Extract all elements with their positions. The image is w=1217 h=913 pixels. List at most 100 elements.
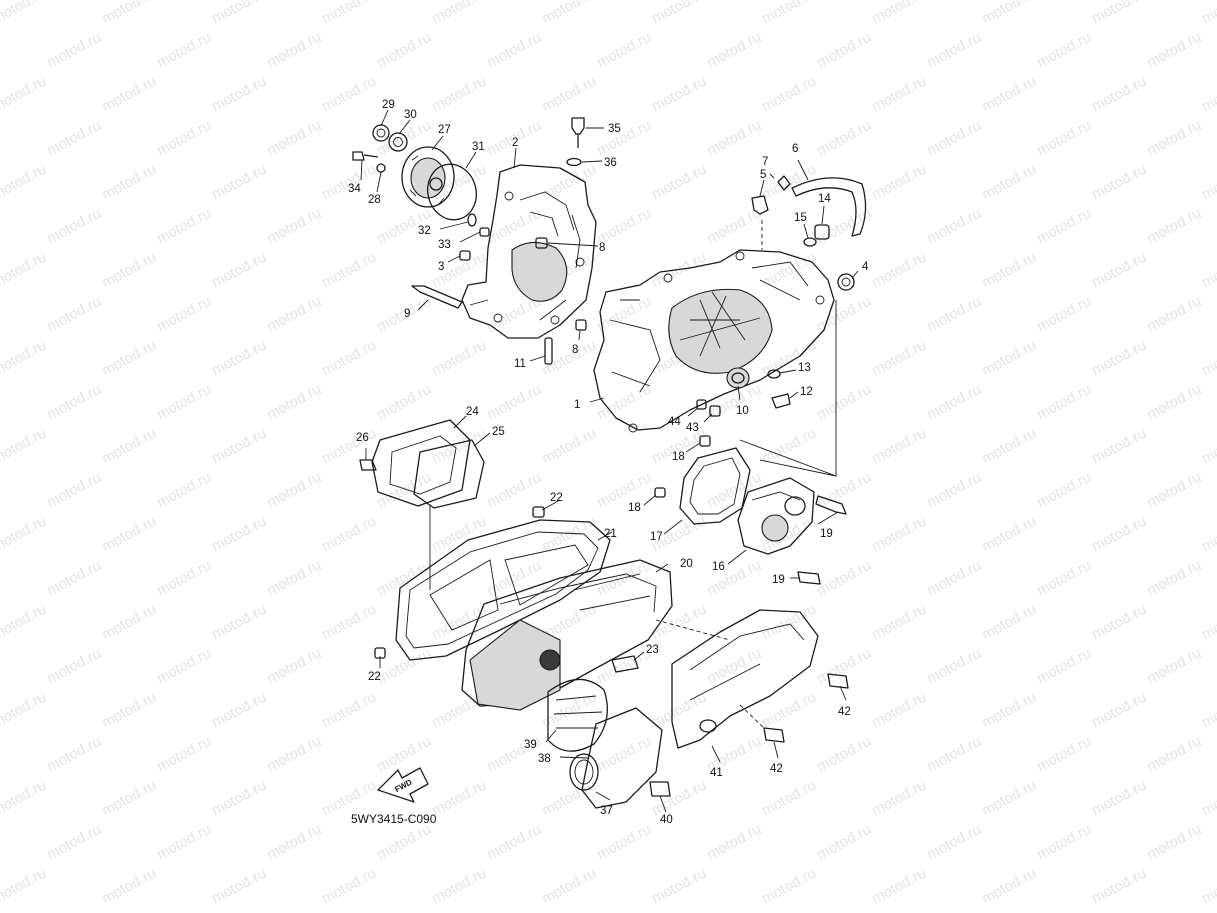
bolt-42-lower bbox=[763, 727, 785, 743]
cap-14 bbox=[814, 224, 830, 240]
duct-25 bbox=[413, 439, 485, 509]
callout-labels: 29 30 27 31 2 35 36 34 28 32 33 3 8 9 8 … bbox=[348, 99, 869, 826]
bolt-23 bbox=[611, 655, 639, 673]
bolt-26 bbox=[359, 459, 377, 471]
pump-cover-27 bbox=[401, 146, 455, 208]
callout-18-upper: 18 bbox=[672, 451, 685, 463]
stud-bolt-9 bbox=[411, 285, 463, 309]
callout-27: 27 bbox=[438, 124, 451, 136]
clip-7 bbox=[777, 175, 791, 191]
callout-39: 39 bbox=[524, 739, 537, 751]
callout-2: 2 bbox=[512, 137, 518, 149]
callout-18-lower: 18 bbox=[628, 502, 641, 514]
dowel-22-upper bbox=[532, 506, 545, 518]
diagram-code: 5WY3415-C090 bbox=[351, 812, 437, 826]
callout-22-upper: 22 bbox=[550, 492, 563, 504]
bolt-19-lower bbox=[797, 571, 821, 585]
callout-21: 21 bbox=[604, 528, 617, 540]
pin-11 bbox=[544, 337, 553, 365]
callout-30: 30 bbox=[404, 109, 417, 121]
callout-11: 11 bbox=[514, 358, 526, 370]
callout-33: 33 bbox=[438, 239, 451, 251]
callout-22-lower: 22 bbox=[368, 671, 381, 683]
callout-9: 9 bbox=[404, 308, 410, 320]
callout-3: 3 bbox=[438, 261, 444, 273]
bolt-43 bbox=[709, 405, 721, 417]
dowel-18-lower bbox=[654, 487, 666, 498]
washer-13 bbox=[767, 369, 781, 379]
assembly-lines bbox=[429, 220, 837, 729]
callout-7: 7 bbox=[762, 156, 768, 168]
callout-29: 29 bbox=[382, 99, 395, 111]
fwd-arrow-icon: FWD bbox=[377, 767, 429, 803]
gasket-36 bbox=[566, 157, 582, 167]
callout-19-upper: 19 bbox=[820, 528, 833, 540]
o-ring-32 bbox=[467, 213, 477, 227]
cover-41 bbox=[671, 609, 819, 749]
joint-37 bbox=[569, 753, 599, 791]
callout-42-lower: 42 bbox=[770, 763, 783, 775]
callout-28: 28 bbox=[368, 194, 381, 206]
duct-38 bbox=[581, 707, 663, 809]
callout-6: 6 bbox=[792, 143, 798, 155]
hose-fitting-5 bbox=[751, 195, 769, 215]
breather-hose-6 bbox=[791, 177, 867, 237]
callout-44: 44 bbox=[668, 416, 681, 428]
callout-leaders bbox=[360, 109, 859, 813]
dowel-33 bbox=[479, 227, 490, 237]
callout-25: 25 bbox=[492, 426, 505, 438]
callout-8-lower: 8 bbox=[572, 344, 578, 356]
bolt-19-upper bbox=[815, 495, 847, 515]
callout-10: 10 bbox=[736, 405, 749, 417]
fwd-label: FWD bbox=[393, 778, 414, 795]
element-39 bbox=[547, 678, 608, 752]
gasket-21 bbox=[395, 519, 611, 661]
dowel-18-upper bbox=[699, 435, 711, 447]
callout-16: 16 bbox=[712, 561, 725, 573]
bolt-34 bbox=[352, 151, 379, 161]
callout-40: 40 bbox=[660, 814, 673, 826]
callout-35: 35 bbox=[608, 123, 621, 135]
bolt-40 bbox=[649, 781, 671, 797]
oil-seal-29 bbox=[372, 124, 390, 142]
callout-14: 14 bbox=[818, 193, 831, 205]
dowel-44 bbox=[696, 399, 707, 410]
oil-seal-4 bbox=[837, 273, 855, 291]
callout-1: 1 bbox=[574, 399, 580, 411]
callout-4: 4 bbox=[862, 261, 869, 273]
callout-17: 17 bbox=[650, 531, 663, 543]
oil-seal-10 bbox=[731, 372, 745, 384]
crankcase-left-1 bbox=[593, 249, 835, 433]
callout-42-upper: 42 bbox=[838, 706, 851, 718]
crankcase-right-2 bbox=[461, 164, 597, 339]
callout-38: 38 bbox=[538, 753, 551, 765]
callout-41: 41 bbox=[710, 767, 723, 779]
bolt-42-upper bbox=[827, 673, 849, 689]
callout-12: 12 bbox=[800, 386, 813, 398]
callout-19-lower: 19 bbox=[772, 574, 785, 586]
callout-8-upper: 8 bbox=[599, 242, 605, 254]
callout-15: 15 bbox=[794, 212, 807, 224]
gear-cover-16 bbox=[737, 477, 815, 555]
callout-5: 5 bbox=[760, 169, 766, 181]
callout-24: 24 bbox=[466, 406, 479, 418]
dowel-8-upper bbox=[535, 237, 548, 249]
bearing-30 bbox=[388, 132, 408, 152]
callout-32: 32 bbox=[418, 225, 431, 237]
o-ring-15 bbox=[803, 237, 817, 247]
callout-36: 36 bbox=[604, 157, 617, 169]
crankcase-cover-20 bbox=[461, 559, 673, 707]
callout-31: 31 bbox=[472, 141, 485, 153]
dowel-3 bbox=[459, 250, 471, 261]
callout-43: 43 bbox=[686, 422, 699, 434]
callout-23: 23 bbox=[646, 644, 659, 656]
dowel-8-lower bbox=[575, 319, 587, 331]
callout-34: 34 bbox=[348, 183, 361, 195]
gasket-24 bbox=[371, 419, 471, 507]
callout-26: 26 bbox=[356, 432, 369, 444]
bearing-housing bbox=[469, 619, 561, 711]
washer-28 bbox=[376, 163, 386, 173]
bolt-12 bbox=[771, 393, 791, 409]
